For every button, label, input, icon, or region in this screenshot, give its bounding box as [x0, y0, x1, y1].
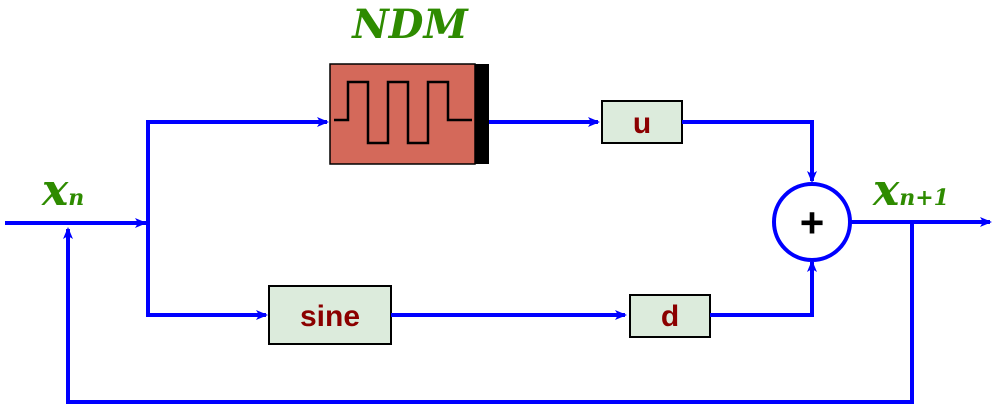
- u-block: [601, 100, 683, 144]
- sine-block-label: sine: [300, 300, 360, 333]
- u-output-wire: [682, 120, 817, 183]
- feedback-wire: [63, 222, 914, 404]
- input-label-sub: n: [68, 185, 84, 211]
- output-label: xn+1: [872, 165, 949, 216]
- d-block-label: d: [661, 300, 679, 333]
- input-label: xn: [41, 165, 84, 216]
- output-label-sub: n+1: [899, 185, 949, 211]
- sine-block: [268, 285, 392, 345]
- input-label-main: x: [41, 165, 69, 216]
- summer-plus-symbol: +: [800, 199, 825, 246]
- square-wave-icon: [334, 80, 472, 145]
- u-block-label: u: [633, 107, 651, 140]
- ndm-block: [329, 63, 489, 165]
- ndm-title: NDM: [350, 1, 469, 48]
- output-label-main: x: [872, 165, 900, 216]
- d-output-wire: [710, 260, 817, 317]
